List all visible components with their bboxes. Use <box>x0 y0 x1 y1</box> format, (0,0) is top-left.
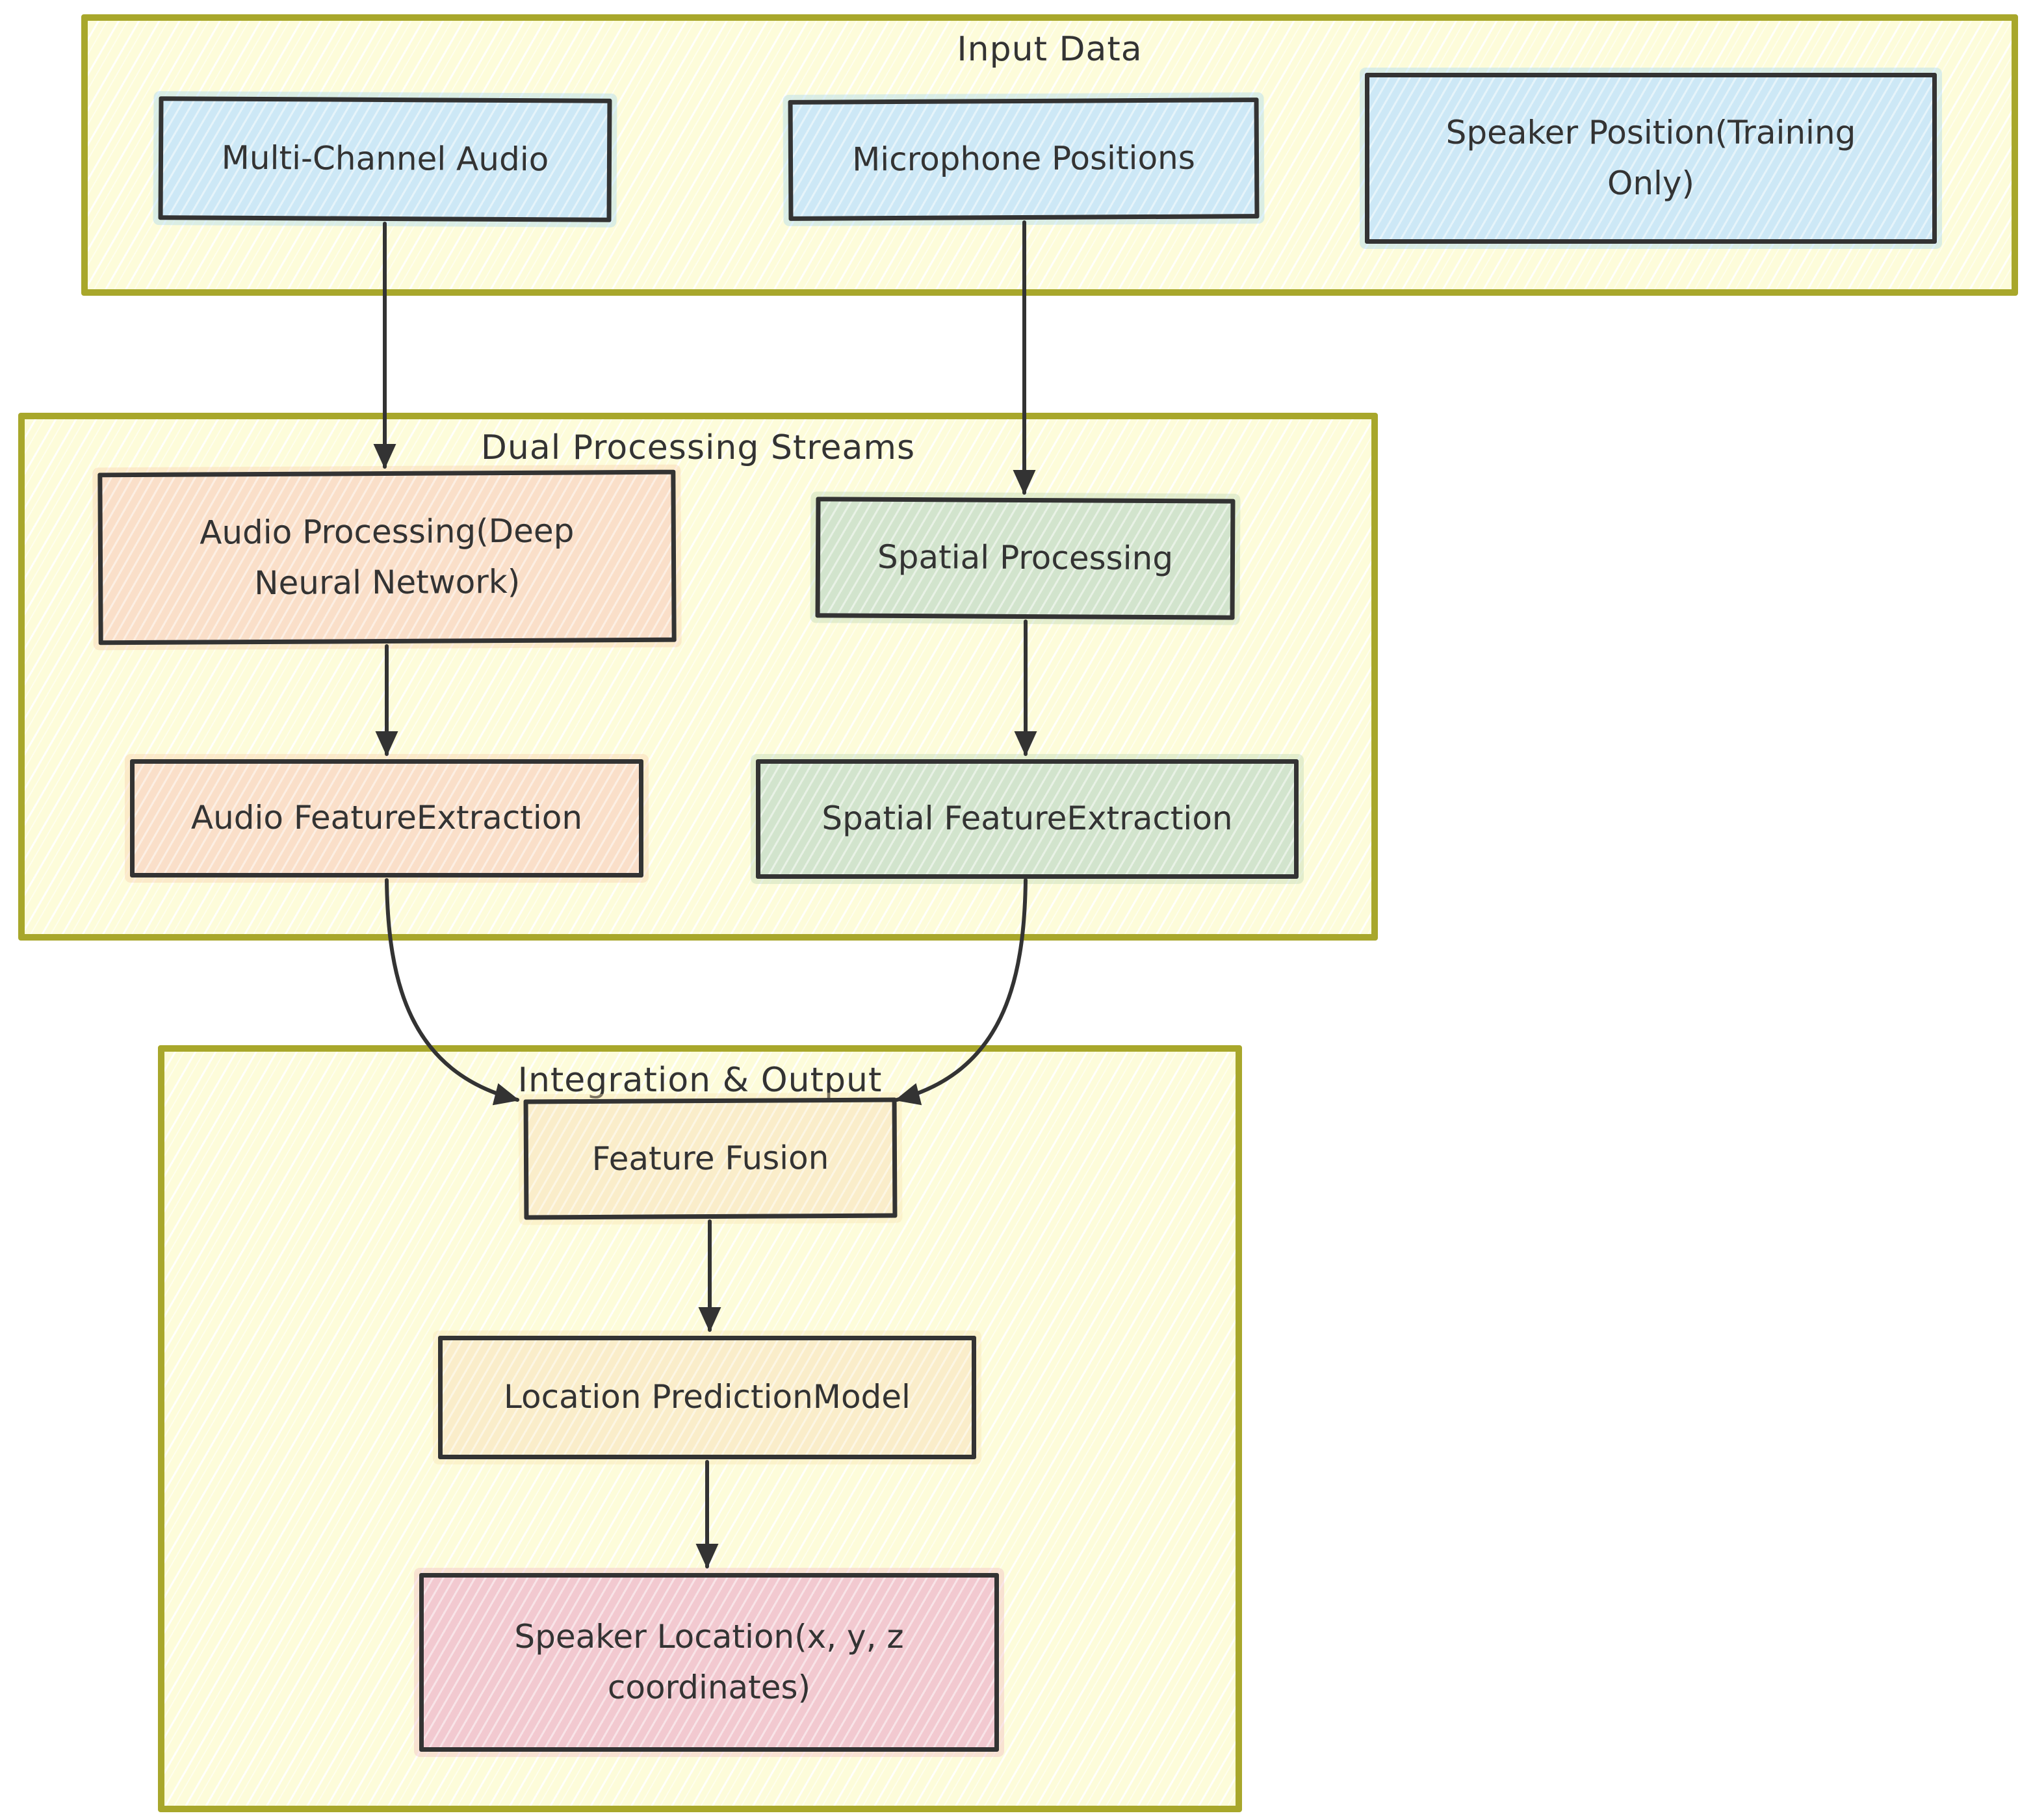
node-label: Speaker Location(x, y, z coordinates) <box>514 1618 904 1706</box>
node-label: Feature Fusion <box>591 1138 829 1178</box>
node-feature-fusion: Feature Fusion <box>523 1097 898 1220</box>
container-title-dual-processing-streams: Dual Processing Streams <box>480 428 916 467</box>
node-audio-feature-extraction: Audio FeatureExtraction <box>130 759 643 878</box>
node-spatial-feature-extraction: Spatial FeatureExtraction <box>756 759 1299 879</box>
node-label: Audio Processing(Deep Neural Network) <box>200 512 575 602</box>
node-location-prediction-model: Location PredictionModel <box>438 1336 976 1459</box>
node-label: Microphone Positions <box>852 138 1195 179</box>
node-speaker-location: Speaker Location(x, y, z coordinates) <box>419 1573 999 1752</box>
node-multi-channel-audio: Multi-Channel Audio <box>158 96 612 222</box>
node-label: Spatial Processing <box>877 538 1174 578</box>
node-label: Multi-Channel Audio <box>221 138 549 179</box>
container-title-input-data: Input Data <box>957 30 1143 69</box>
node-label: Speaker Position(Training Only) <box>1445 114 1856 202</box>
node-label: Audio FeatureExtraction <box>190 799 583 837</box>
container-title-integration-output: Integration & Output <box>517 1061 883 1100</box>
node-label: Location PredictionModel <box>504 1378 911 1416</box>
node-microphone-positions: Microphone Positions <box>788 98 1260 221</box>
node-speaker-position-training-only: Speaker Position(Training Only) <box>1365 73 1937 244</box>
node-spatial-processing: Spatial Processing <box>815 497 1236 620</box>
node-audio-processing: Audio Processing(Deep Neural Network) <box>97 469 677 645</box>
node-label: Spatial FeatureExtraction <box>822 800 1233 838</box>
